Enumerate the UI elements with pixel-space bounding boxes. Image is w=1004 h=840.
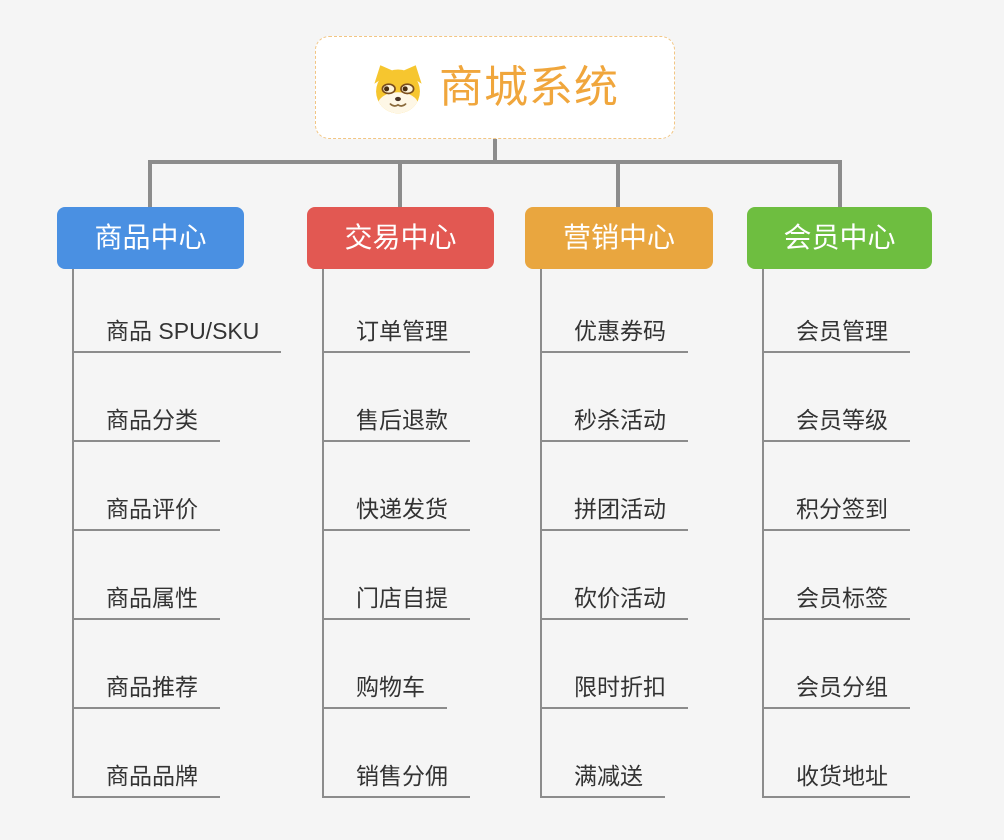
topic-item[interactable]: 快递发货 — [324, 442, 470, 531]
dog-face-icon — [371, 61, 425, 115]
topic-item[interactable]: 商品推荐 — [74, 620, 220, 709]
topic-label: 商品属性 — [106, 584, 198, 611]
branch-children-product-center: 商品 SPU/SKU 商品分类 商品评价 商品属性 商品推荐 商品品牌 — [72, 269, 282, 798]
connector-bus — [148, 160, 842, 164]
branch-children-marketing-center: 优惠券码 秒杀活动 拼团活动 砍价活动 限时折扣 满减送 — [540, 269, 688, 798]
topic-item[interactable]: 会员等级 — [764, 353, 910, 442]
connector-root-stem — [493, 139, 497, 163]
topic-label: 满减送 — [574, 762, 643, 789]
root-node[interactable]: 商城系统 — [315, 36, 675, 139]
topic-item[interactable]: 秒杀活动 — [542, 353, 688, 442]
topic-label: 商品 SPU/SKU — [106, 317, 260, 344]
topic-label: 会员标签 — [796, 584, 888, 611]
branch-node-product-center[interactable]: 商品中心 — [57, 207, 244, 269]
topic-label: 积分签到 — [796, 495, 888, 522]
branch-node-marketing-center[interactable]: 营销中心 — [525, 207, 713, 269]
topic-item[interactable]: 会员分组 — [764, 620, 910, 709]
topic-item[interactable]: 砍价活动 — [542, 531, 688, 620]
topic-label: 收货地址 — [796, 762, 888, 789]
branch-node-member-center[interactable]: 会员中心 — [747, 207, 932, 269]
topic-label: 会员分组 — [796, 673, 888, 700]
connector-drop-marketing — [616, 160, 620, 208]
topic-label: 限时折扣 — [574, 673, 666, 700]
topic-label: 砍价活动 — [574, 584, 666, 611]
topic-item[interactable]: 会员标签 — [764, 531, 910, 620]
topic-label: 会员等级 — [796, 406, 888, 433]
connector-drop-trade — [398, 160, 402, 208]
branch-children-member-center: 会员管理 会员等级 积分签到 会员标签 会员分组 收货地址 — [762, 269, 910, 798]
topic-item[interactable]: 会员管理 — [764, 269, 910, 353]
topic-label: 优惠券码 — [574, 317, 666, 344]
topic-item[interactable]: 销售分佣 — [324, 709, 470, 798]
topic-label: 销售分佣 — [356, 762, 448, 789]
topic-item[interactable]: 拼团活动 — [542, 442, 688, 531]
topic-label: 购物车 — [356, 673, 425, 700]
topic-item[interactable]: 满减送 — [542, 709, 665, 798]
topic-label: 门店自提 — [356, 584, 448, 611]
branch-children-trade-center: 订单管理 售后退款 快递发货 门店自提 购物车 销售分佣 — [322, 269, 470, 798]
topic-label: 会员管理 — [796, 317, 888, 344]
topic-label: 拼团活动 — [574, 495, 666, 522]
topic-label: 秒杀活动 — [574, 406, 666, 433]
root-label: 商城系统 — [439, 62, 619, 112]
branch-node-trade-center[interactable]: 交易中心 — [307, 207, 494, 269]
topic-item[interactable]: 售后退款 — [324, 353, 470, 442]
topic-item[interactable]: 商品属性 — [74, 531, 220, 620]
topic-item[interactable]: 商品分类 — [74, 353, 220, 442]
topic-item[interactable]: 优惠券码 — [542, 269, 688, 353]
topic-item[interactable]: 积分签到 — [764, 442, 910, 531]
topic-item[interactable]: 商品品牌 — [74, 709, 220, 798]
topic-item[interactable]: 购物车 — [324, 620, 447, 709]
topic-item[interactable]: 商品评价 — [74, 442, 220, 531]
topic-label: 商品推荐 — [106, 673, 198, 700]
topic-label: 售后退款 — [356, 406, 448, 433]
topic-item[interactable]: 门店自提 — [324, 531, 470, 620]
topic-label: 商品评价 — [106, 495, 198, 522]
topic-label: 订单管理 — [356, 317, 448, 344]
topic-label: 快递发货 — [356, 495, 448, 522]
connector-drop-product — [148, 160, 152, 208]
topic-label: 商品品牌 — [106, 762, 198, 789]
topic-item[interactable]: 收货地址 — [764, 709, 910, 798]
topic-item[interactable]: 商品 SPU/SKU — [74, 269, 282, 353]
topic-label: 商品分类 — [106, 406, 198, 433]
connector-drop-member — [838, 160, 842, 208]
topic-item[interactable]: 限时折扣 — [542, 620, 688, 709]
topic-item[interactable]: 订单管理 — [324, 269, 470, 353]
